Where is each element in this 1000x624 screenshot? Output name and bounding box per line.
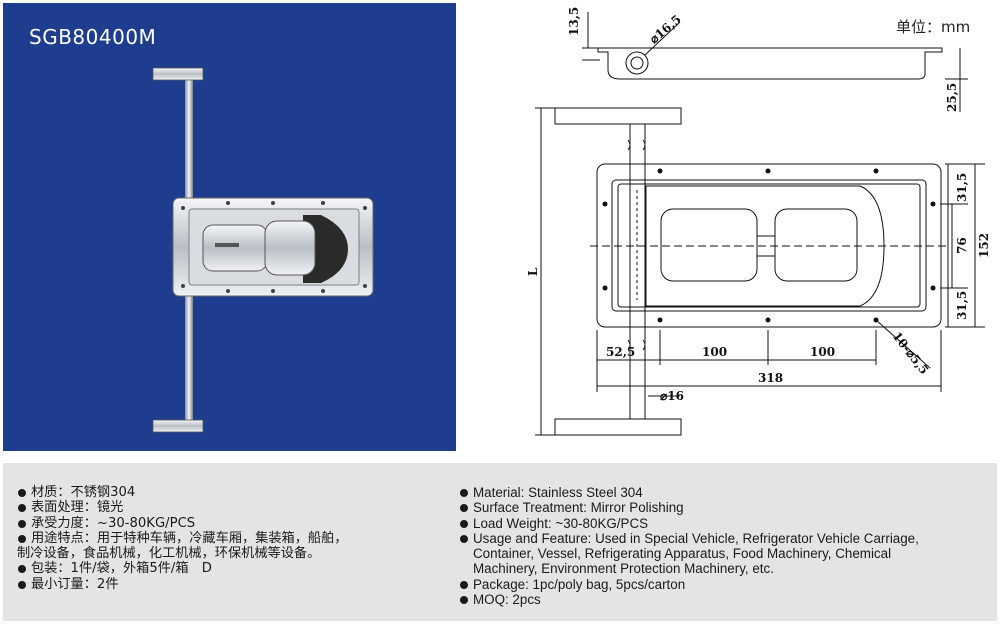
dim-52-5: 52,5: [606, 345, 635, 359]
dim-31-5-top: 31,5: [955, 173, 969, 202]
dim-10-phi-5-5: 10-⌀5,5: [890, 329, 932, 377]
dim-phi-16: ⌀16: [660, 389, 684, 403]
spec-panel: 材质：不锈钢304 表面处理：镜光 承受力度：~30-80KG/PCS 用途特点…: [3, 463, 997, 621]
bottom-bracket-drawing: [554, 418, 682, 436]
spec-en-moq: MOQ: 2pcs: [459, 592, 979, 607]
spec-en-usage-cont-2: Machinery, Environment Protection Machin…: [473, 561, 774, 577]
spec-en-usage-cont-1: Container, Vessel, Refrigerating Apparat…: [473, 546, 892, 562]
dim-L: L: [526, 267, 540, 276]
model-code: SGB80400M: [29, 25, 157, 49]
spec-cn-material: 材质：不锈钢304: [17, 485, 447, 500]
spec-en-material: Material: Stainless Steel 304: [459, 485, 979, 500]
top-bracket: [152, 67, 204, 81]
specs-chinese: 材质：不锈钢304 表面处理：镜光 承受力度：~30-80KG/PCS 用途特点…: [17, 485, 447, 592]
spec-en-package: Package: 1pc/poly bag, 5pcs/carton: [459, 577, 979, 592]
spec-cn-usage-cont: 制冷设备，食品机械，化工机械，环保机械等设备。: [17, 546, 321, 562]
dim-13-5: 13,5: [567, 7, 581, 36]
technical-drawing: 13,5 ⌀16,5 25,5 L 31,5 76 152 31,5 10-⌀5…: [526, 7, 991, 436]
dim-phi-16-5: ⌀16,5: [647, 12, 684, 46]
side-view: [597, 47, 943, 80]
dim-76: 76: [955, 237, 969, 254]
top-bracket-drawing: [554, 107, 682, 125]
spec-cn-usage: 用途特点：用于特种车辆，冷藏车厢，集装箱，船舶，: [17, 531, 447, 546]
spec-cn-moq: 最小订量：2件: [17, 577, 447, 592]
spec-cn-package: 包装：1件/袋，外箱5件/箱 D: [17, 561, 447, 576]
spec-en-usage: Usage and Feature: Used in Special Vehic…: [459, 531, 979, 546]
bottom-bracket: [152, 419, 204, 433]
spec-en-surface: Surface Treatment: Mirror Polishing: [459, 500, 979, 515]
product-photo: [152, 67, 374, 433]
housing-outline: [596, 163, 942, 328]
unit-label: 单位：mm: [896, 18, 971, 36]
dim-318: 318: [758, 371, 783, 385]
spec-en-load: Load Weight: ~30-80KG/PCS: [459, 516, 979, 531]
dim-25-5: 25,5: [945, 83, 959, 112]
handle-paddle: [202, 224, 268, 272]
spec-cn-surface: 表面处理：镜光: [17, 500, 447, 515]
dim-152: 152: [977, 233, 991, 258]
dim-100-b: 100: [810, 345, 835, 359]
product-photo-panel: SGB80400M: [3, 3, 456, 451]
spec-cn-load: 承受力度：~30-80KG/PCS: [17, 516, 447, 531]
specs-english: Material: Stainless Steel 304 Surface Tr…: [459, 485, 979, 607]
dim-100-a: 100: [702, 345, 727, 359]
dim-31-5-bottom: 31,5: [955, 291, 969, 320]
